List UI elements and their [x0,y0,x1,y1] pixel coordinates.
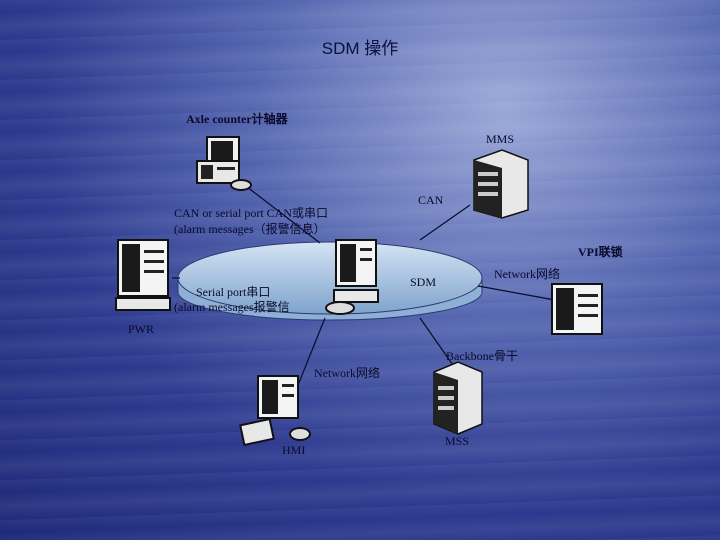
mms-server-icon [466,148,534,220]
label-backbone: Backbone骨干 [446,347,518,364]
mss-server-icon [428,360,488,436]
label-can-top: CAN [418,193,443,208]
label-mss: MSS [445,434,469,449]
label-mms: MMS [486,132,514,147]
label-network-right: Network网络 [494,265,560,282]
label-alarm-messages-top: (alarm messages（报警信息） [174,220,326,237]
sdm-computer-icon [320,236,392,318]
link-vpi [478,286,555,300]
link-mms [420,205,470,240]
label-pwr: PWR [128,322,154,337]
label-sdm: SDM [410,275,436,290]
label-alarm-messages-left: (alarm messages报警信 [174,298,290,315]
vpi-computer-icon [548,280,612,342]
label-axle-counter: Axle counter计轴器 [186,110,288,127]
label-can-serial: CAN or serial port CAN或串口 [174,204,328,221]
label-vpi: VPI联锁 [578,243,623,260]
pwr-computer-icon [112,236,174,316]
label-network-bottom: Network网络 [314,364,380,381]
hmi-computer-icon [238,372,314,448]
axle-counter-computer-icon [195,135,257,195]
label-hmi: HMI [282,443,305,458]
